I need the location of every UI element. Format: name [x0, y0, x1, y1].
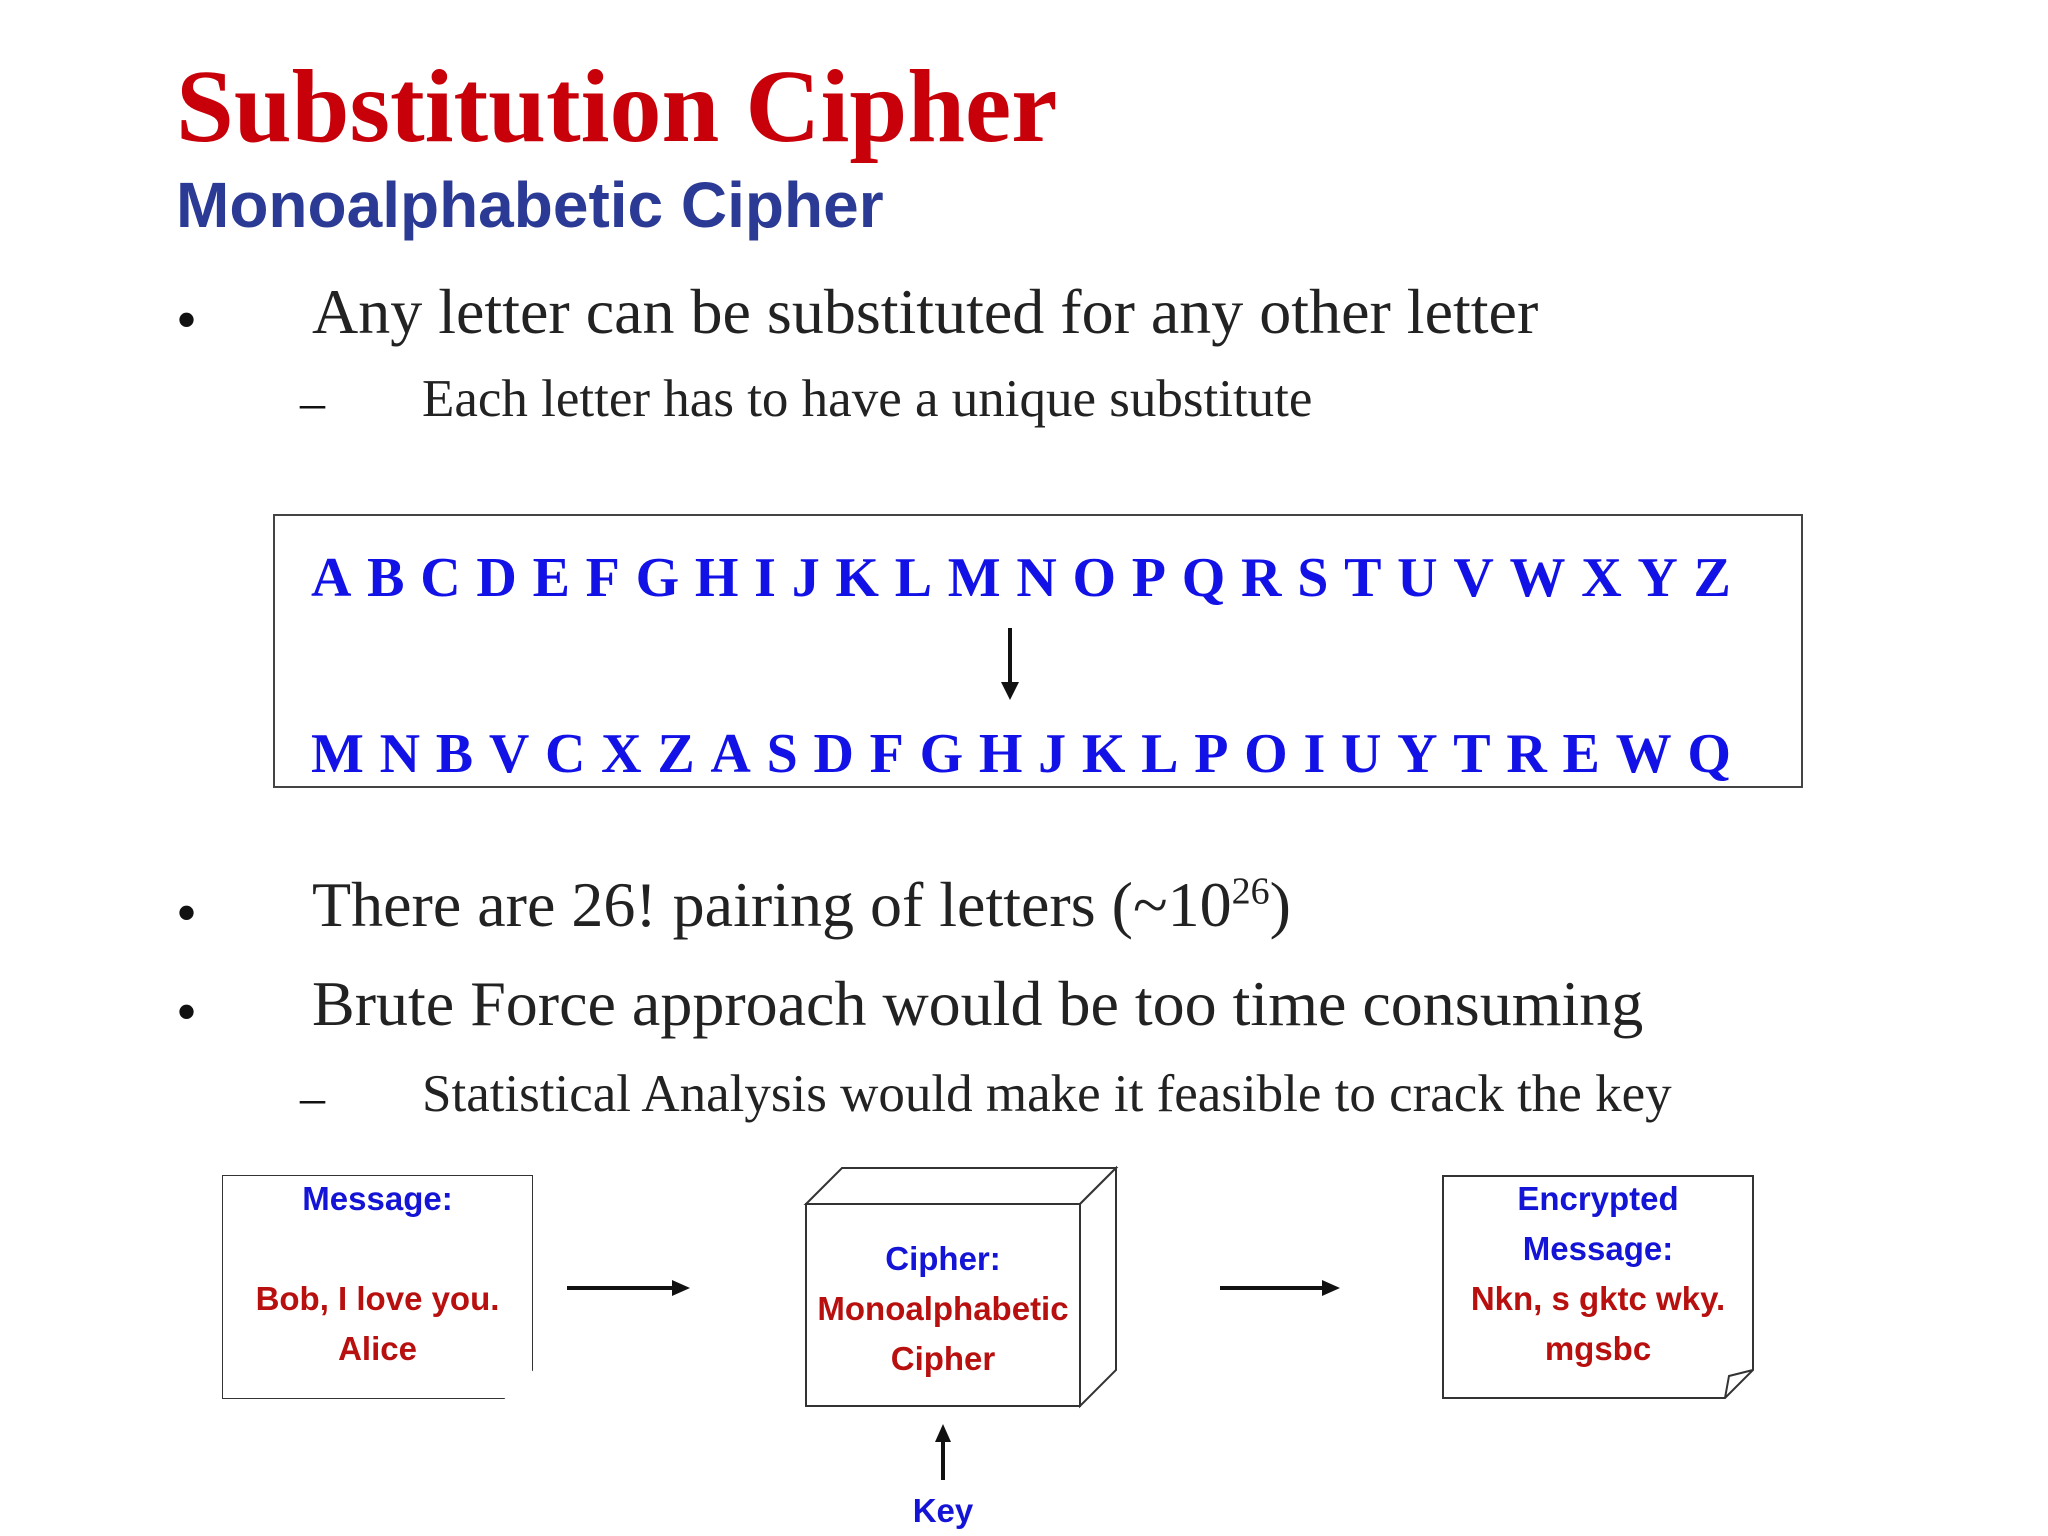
plain-letter-e: E [532, 547, 570, 609]
bullet-text-any-letter: Any letter can be substituted for any ot… [312, 276, 1539, 347]
cipher-letter-o: O [1244, 723, 1288, 785]
cipher-letter-s: S [766, 723, 798, 785]
plain-letter-c: C [420, 547, 461, 609]
cipher-letter-j: J [1038, 723, 1067, 785]
cipher-line1: Monoalphabetic [817, 1290, 1069, 1327]
plain-letter-f: F [585, 547, 620, 609]
plain-letter-b: B [367, 547, 405, 609]
encrypted-label-1: Encrypted [1517, 1180, 1679, 1217]
plain-letter-r: R [1241, 547, 1282, 609]
cipher-letter-c: C [545, 723, 586, 785]
encrypted-note-fold [1724, 1369, 1754, 1399]
plain-letter-z: Z [1693, 547, 1731, 609]
bullet-symbol: • [176, 880, 198, 946]
cipher-cube-side [1079, 1165, 1117, 1409]
plain-letter-d: D [476, 547, 517, 609]
cipher-letter-q: Q [1687, 723, 1731, 785]
encrypted-line2: mgsbc [1544, 1330, 1652, 1367]
plain-letter-w: W [1509, 547, 1566, 609]
cipher-letter-k: K [1081, 723, 1126, 785]
cipher-label: Cipher: [885, 1240, 1001, 1277]
encrypted-note-shape [1442, 1175, 1754, 1399]
plain-letter-x: X [1581, 547, 1622, 609]
encrypted-label-2: Message: [1522, 1230, 1674, 1267]
cipher-letter-i: I [1303, 723, 1326, 785]
plain-letter-n: N [1016, 547, 1057, 609]
cipher-letter-p: P [1194, 723, 1229, 785]
encrypted-note: Encrypted Message: Nkn, s gktc wky. mgsb… [1443, 1176, 1753, 1398]
cipher-letter-z: Z [657, 723, 695, 785]
cipher-cube-top [803, 1167, 1119, 1205]
message-line2: Alice [338, 1330, 417, 1367]
subbullet-text-statistical: Statistical Analysis would make it feasi… [422, 1065, 1672, 1123]
plain-letter-a: A [311, 547, 352, 609]
dash-symbol: – [300, 374, 325, 430]
cipher-letter-b: B [435, 723, 474, 785]
message-note: Message: Bob, I love you. Alice [223, 1176, 532, 1398]
plain-letter-y: Y [1637, 547, 1678, 609]
bullet-symbol: • [176, 979, 198, 1045]
plain-letter-u: U [1397, 547, 1438, 609]
plain-letter-p: P [1131, 547, 1167, 609]
pairings-superscript: 26 [1231, 870, 1270, 913]
cipher-cube-front [805, 1203, 1081, 1407]
cipher-letter-f: F [869, 723, 904, 785]
bullet-symbol: • [176, 287, 198, 353]
plain-letter-k: K [835, 547, 879, 609]
plain-letter-m: M [947, 547, 1001, 609]
plain-letter-i: I [754, 547, 776, 609]
key-label: Key [912, 1492, 974, 1529]
plain-letter-s: S [1297, 547, 1329, 609]
cipher-letter-g: G [919, 723, 964, 785]
cipher-letter-u: U [1340, 723, 1382, 785]
cipher-letter-e: E [1562, 723, 1600, 785]
cipher-letter-l: L [1141, 723, 1179, 785]
slide-title: Substitution Cipher [176, 49, 1058, 164]
cipher-letter-y: Y [1397, 723, 1438, 785]
cipher-letter-n: N [379, 723, 421, 785]
pairings-text: There are 26! pairing of letters (~10 [312, 869, 1232, 940]
plain-letter-j: J [791, 547, 820, 609]
right-arrow-head [672, 1280, 690, 1296]
right-arrow-head [1322, 1280, 1340, 1296]
encrypted-line1: Nkn, s gktc wky. [1470, 1280, 1726, 1317]
cipher-box: Cipher: Monoalphabetic Cipher [806, 1204, 1080, 1406]
slide-subtitle: Monoalphabetic Cipher [176, 169, 884, 241]
up-arrow-head [935, 1424, 951, 1442]
cipher-letter-x: X [601, 723, 642, 785]
cipher-letter-v: V [488, 723, 530, 785]
bullet-text-brute-force: Brute Force approach would be too time c… [312, 968, 1644, 1039]
plain-letter-h: H [694, 547, 739, 609]
message-label: Message: [302, 1180, 453, 1217]
message-line1: Bob, I love you. [255, 1280, 500, 1317]
plain-letter-t: T [1344, 547, 1382, 609]
subbullet-text-unique: Each letter has to have a unique substit… [422, 370, 1313, 428]
cipher-line2: Cipher [890, 1340, 996, 1377]
plain-letter-q: Q [1181, 547, 1226, 609]
cipher-letter-a: A [710, 723, 751, 785]
pairings-close-paren: ) [1269, 869, 1291, 940]
plain-letter-v: V [1453, 547, 1494, 609]
bullet-text-pairings: There are 26! pairing of letters (~1026) [312, 869, 1291, 940]
cipher-letter-w: W [1615, 723, 1672, 785]
cipher-letter-h: H [978, 723, 1023, 785]
cipher-letter-r: R [1506, 723, 1547, 785]
cipher-letter-d: D [813, 723, 854, 785]
down-arrow-icon [1001, 628, 1019, 700]
plain-letter-o: O [1072, 547, 1117, 609]
cipher-letter-t: T [1453, 723, 1491, 785]
plain-letter-g: G [635, 547, 680, 609]
dash-symbol: – [300, 1069, 325, 1125]
cipher-letter-m: M [311, 723, 364, 785]
plain-letter-l: L [894, 547, 933, 609]
